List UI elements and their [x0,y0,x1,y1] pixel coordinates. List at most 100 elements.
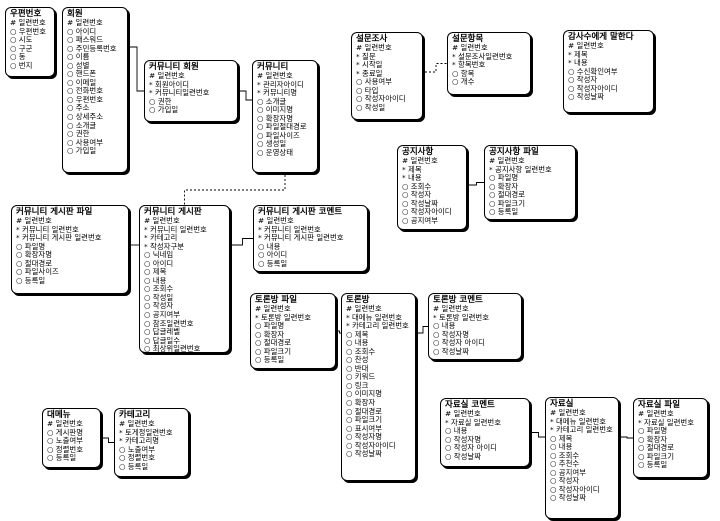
entity-community[interactable]: 커뮤니티# 일련번호* 관리자아이디* 커뮤니티명○ 소개글○ 이미지명○ 확장… [252,60,318,173]
entity-attribute: ○ 답글레벨 [144,327,180,337]
entity-attribute: # 일련번호 [356,43,392,52]
entity-attribute: ○ 파일명 [16,241,46,251]
entity-attribute: ○ 성별 [67,60,90,70]
attribute-list: # 일련번호* 커뮤니티 일련번호* 커뮤니티 게시판 일련번호○ 내용○ 아이… [258,216,364,268]
entity-attribute: ○ 노출여부 [119,444,155,454]
entity-notice[interactable]: 공지사항# 일련번호* 제목* 내용○ 조회수○ 작성자○ 작성날짜○ 작성자아… [397,145,467,230]
entity-attribute: ○ 파일크기 [255,346,291,356]
entity-survey-item[interactable]: 설문항목# 일련번호* 설문조사일련번호* 항목번호○ 항목○ 개수 [447,32,531,95]
entity-attribute: ○ 파일명 [638,426,668,436]
entity-name: 카테고리 [119,410,151,420]
relationship-line [103,437,114,443]
entity-comm-member[interactable]: 커뮤니티 회원# 일련번호* 회원아이디* 커뮤니티일련번호○ 권한○ 가입일 [144,60,238,122]
entity-attribute: ○ 작성자아이디 [568,83,618,93]
attribute-list: # 일련번호* 제목* 내용○ 수신확인여부○ 작성자○ 작성자아이디○ 작성날… [568,41,650,102]
entity-attribute: ○ 우편번호 [67,94,103,104]
entity-attribute: ○ 등록일 [489,207,519,217]
entity-attribute: ○ 작성자 [550,476,580,486]
entity-attribute: ○ 내용 [433,321,456,331]
entity-attribute: * 항목번호 [452,60,486,70]
entity-attribute: # 일련번호 [258,216,294,225]
entity-attribute: * 토론방 일련번호 [433,312,489,322]
entity-main-menu[interactable]: 대메뉴# 일련번호○ 게시판명○ 노출여부○ 정렬번호○ 등록일 [42,408,101,468]
entity-name: 자료실 코멘트 [445,400,495,410]
entity-attribute: ○ 등록일 [258,258,288,268]
entity-attribute: # 일련번호 [452,43,488,52]
entity-attribute: ○ 절대경로 [346,406,382,416]
relationship-line [425,63,447,73]
entity-attribute: # 일련번호 [550,408,586,417]
entity-name: 토론방 [346,295,370,305]
entity-member[interactable]: 회원# 일련번호○ 아이디○ 패스워드○ 주민등록번호○ 이름○ 성별○ 핸드폰… [62,7,128,173]
entity-postal[interactable]: 우편번호# 일련번호○ 우편번호○ 시도○ 구군○ 동○ 번지 [5,7,55,77]
entity-name: 자료실 파일 [638,400,681,410]
entity-attribute: ○ 등록일 [47,453,77,463]
entity-attribute: # 일련번호 [144,216,180,225]
entity-attribute: ○ 확장자 [346,398,376,408]
entity-attribute: ○ 사용여부 [67,137,103,147]
entity-attribute: ○ 확장자 [255,329,285,339]
attribute-list: # 일련번호* 자료실 일련번호○ 내용○ 작성자명○ 작성자 아이디○ 작성날… [445,409,526,461]
entity-attribute: ○ 조회수 [550,450,580,460]
entity-attribute: ○ 작성자 [144,301,174,311]
entity-attribute: ○ 개수 [452,77,475,87]
entity-attribute: ○ 내용 [550,442,573,452]
entity-debate-comment[interactable]: 토론방 코멘트# 일련번호* 토론방 일련번호○ 내용○ 작성자명○ 작성자 아… [428,293,522,360]
entity-debate[interactable]: 토론방# 일련번호* 대메뉴 일련번호* 카테고리 일련번호○ 제목○ 내용○ … [341,293,416,481]
entity-attribute: ○ 이미지명 [257,105,293,115]
entity-attribute: ○ 아이디 [67,26,97,36]
entity-comm-board[interactable]: 커뮤니티 게시판# 일련번호* 커뮤니티 일련번호* 카테고리* 작성자구분○ … [139,205,230,353]
entity-comm-board-comment[interactable]: 커뮤니티 게시판 코멘트# 일련번호* 커뮤니티 일련번호* 커뮤니티 게시판 … [253,205,368,272]
entity-attribute: * 공지사항 일련번호 [489,164,552,174]
entity-archive[interactable]: 자료실# 일련번호* 대메뉴 일련번호* 카테고리 일련번호○ 제목○ 내용○ … [545,397,619,519]
entity-attribute: * 종료일 [356,68,383,78]
entity-attribute: ○ 생성일 [257,139,287,149]
entity-name: 커뮤니티 회원 [149,62,199,72]
entity-attribute: * 카테고리 일련번호 [346,321,409,331]
attribute-list: # 일련번호* 대메뉴 일련번호* 카테고리 일련번호○ 제목○ 내용○ 조회수… [346,304,412,459]
entity-attribute: ○ 작성날짜 [346,449,382,459]
entity-attribute: ○ 이미지명 [346,389,382,399]
entity-notice-file[interactable]: 공지사항 파일# 일련번호* 공지사항 일련번호○ 파일명○ 확장자○ 절대경로… [484,145,576,220]
entity-attribute: ○ 절대경로 [255,338,291,348]
entity-attribute: ○ 노출여부 [47,436,83,446]
entity-attribute: * 회원아이디 [149,79,190,89]
relationship-line [418,326,428,334]
entity-comm-board-file[interactable]: 커뮤니티 게시판 파일# 일련번호* 커뮤니티 일련번호* 커뮤니티 게시판 일… [11,205,129,294]
entity-debate-file[interactable]: 토론방 파일# 일련번호* 토론방 일련번호○ 파일명○ 확장자○ 절대경로○ … [250,293,336,369]
entity-attribute: ○ 참조일련번호 [144,318,194,328]
entity-attribute: ○ 주소 [67,103,90,113]
entity-name: 커뮤니티 게시판 코멘트 [258,207,343,217]
entity-attribute: ○ 파일크기 [346,415,382,425]
attribute-list: # 일련번호* 토론방 일련번호○ 내용○ 작성자명○ 작성자 아이디○ 작성날… [433,304,518,356]
entity-attribute: ○ 가입일 [149,105,179,115]
entity-survey[interactable]: 설문조사# 일련번호* 질문* 시작일* 종료일○ 사용여부○ 타입○ 작성자아… [351,32,423,120]
entity-thanks[interactable]: 감사수에게 말한다# 일련번호* 제목* 내용○ 수신확인여부○ 작성자○ 작성… [563,30,654,113]
entity-attribute: ○ 제목 [550,433,573,443]
entity-attribute: ○ 아이디 [144,258,174,268]
entity-attribute: ○ 등록일 [638,460,668,470]
attribute-list: # 일련번호* 설문조사일련번호* 항목번호○ 항목○ 개수 [452,43,527,87]
entity-attribute: ○ 절대경로 [16,258,52,268]
entity-attribute: ○ 파일크기 [489,198,525,208]
entity-category[interactable]: 카테고리# 일련번호* 토게정일련번호* 카테고리명○ 노출여부○ 정렬번호○ … [114,408,189,477]
entity-archive-file[interactable]: 자료실 파일# 일련번호* 자료실 일련번호○ 파일명○ 확장자○ 절대경로○ … [633,398,708,478]
attribute-list: # 일련번호* 커뮤니티 일련번호* 커뮤니티 게시판 일련번호○ 파일명○ 확… [16,216,125,285]
entity-attribute: ○ 조회수 [346,346,376,356]
entity-attribute: ○ 파일사이즈 [257,130,300,140]
entity-attribute: ○ 정렬번호 [47,444,83,454]
entity-attribute: * 작성자구분 [144,241,185,251]
entity-attribute: ○ 권한 [67,129,90,139]
entity-archive-comment[interactable]: 자료실 코멘트# 일련번호* 자료실 일련번호○ 내용○ 작성자명○ 작성자 아… [440,398,530,467]
entity-attribute: ○ 확장자 [638,434,668,444]
entity-attribute: ○ 운영상태 [257,147,293,157]
entity-attribute: # 일련번호 [16,216,52,225]
entity-name: 커뮤니티 게시판 [144,207,202,217]
entity-attribute: # 일련번호 [489,156,525,165]
entity-attribute: ○ 작성자아이디 [550,484,600,494]
entity-attribute: ○ 수신확인여부 [568,66,618,76]
entity-attribute: * 토론방 일련번호 [255,312,311,322]
entity-attribute: # 일련번호 [445,409,481,418]
